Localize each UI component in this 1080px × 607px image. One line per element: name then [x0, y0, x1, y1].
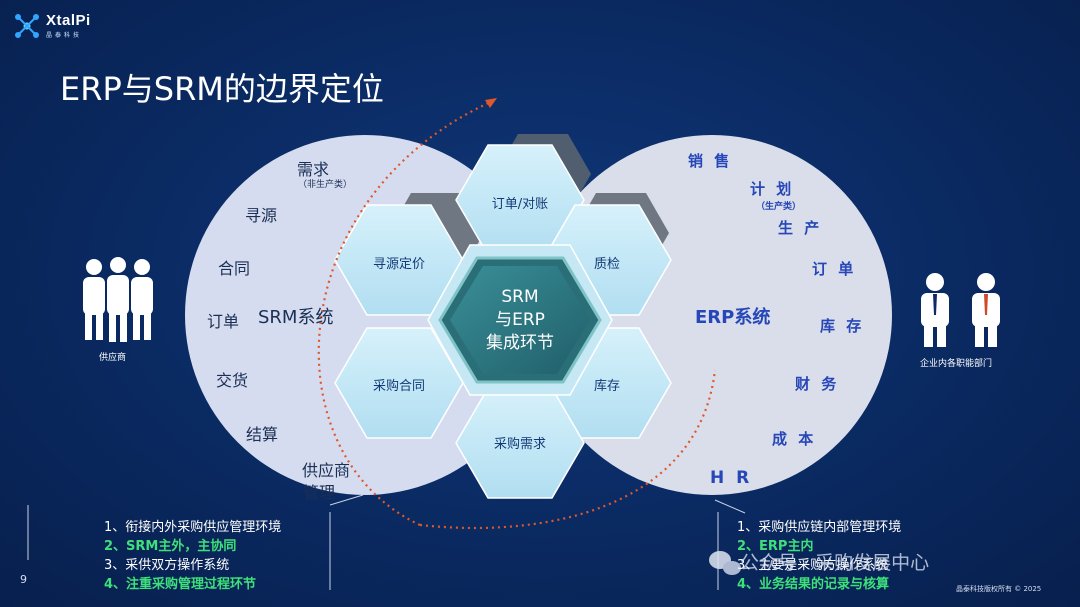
erp-item-inventory: 库 存 — [820, 317, 865, 335]
srm-item-settlement: 结算 — [246, 425, 279, 444]
department-people-icon — [921, 273, 1000, 347]
page-title: ERP与SRM的边界定位 — [60, 70, 384, 108]
department-label: 企业内各职能部门 — [920, 359, 993, 369]
logo-subtitle: 晶泰科技 — [46, 32, 83, 39]
srm-item-supplier-mgmt-2: 管理 — [303, 483, 336, 502]
srm-item-delivery: 交货 — [216, 371, 249, 390]
cycle-arc — [317, 98, 496, 526]
erp-note-4: 4、业务结果的记录与核算 — [737, 577, 890, 592]
erp-system-label: ERP系统 — [695, 307, 771, 328]
supplier-label: 供应商 — [99, 353, 127, 363]
srm-item-supplier-mgmt-1: 供应商 — [302, 461, 351, 480]
erp-note-2: 2、ERP主内 — [737, 539, 814, 554]
srm-note-1: 1、衔接内外采购供应管理环境 — [104, 520, 282, 535]
erp-note-3: 3、主要是采购方操作系统 — [737, 558, 889, 573]
center-line-1: SRM — [501, 287, 539, 307]
hex-label-order-reconcile: 订单/对账 — [491, 197, 549, 212]
erp-bracket — [714, 499, 746, 514]
srm-note-4: 4、注重采购管理过程环节 — [104, 577, 257, 592]
wechat-icon — [709, 551, 741, 575]
center-hex — [450, 266, 590, 374]
erp-note-1: 1、采购供应链内部管理环境 — [737, 520, 902, 535]
arrow-head-icon — [485, 98, 497, 108]
hex-label-inventory: 库存 — [593, 379, 620, 394]
erp-item-production: 生 产 — [778, 219, 823, 237]
srm-item-contract: 合同 — [218, 259, 251, 278]
srm-system-label: SRM系统 — [258, 307, 334, 328]
erp-notes: 1、采购供应链内部管理环境 2、ERP主内 3、主要是采购方操作系统 4、业务结… — [737, 518, 901, 594]
erp-item-finance: 财 务 — [795, 375, 840, 393]
hex-label-demand: 采购需求 — [493, 437, 546, 452]
center-line-2: 与ERP — [495, 310, 545, 330]
page-number: 9 — [20, 573, 27, 586]
hex-label-sourcing-pricing: 寻源定价 — [372, 257, 425, 272]
erp-item-cost: 成 本 — [772, 430, 817, 448]
srm-note-3: 3、采供双方操作系统 — [104, 558, 230, 573]
hex-lower-left — [334, 327, 464, 439]
hex-label-contract: 采购合同 — [372, 379, 425, 394]
srm-item-order: 订单 — [207, 312, 240, 331]
srm-notes: 1、衔接内外采购供应管理环境 2、SRM主外，主协同 3、采供双方操作系统 4、… — [104, 518, 281, 594]
watermark-text: 公众号 · 采购发展中心 — [740, 552, 930, 574]
srm-bracket — [329, 494, 364, 506]
srm-item-demand-sub: （非生产类） — [298, 180, 353, 190]
srm-item-demand: 需求 — [297, 160, 330, 179]
erp-item-plan: 计 划 — [750, 180, 795, 198]
supplier-people-icon — [83, 257, 153, 342]
erp-item-hr: H R — [710, 468, 753, 488]
logo-name: XtalPi — [46, 12, 91, 29]
srm-note-2: 2、SRM主外，主协同 — [104, 539, 237, 554]
logo-mark-icon — [15, 13, 39, 38]
copyright-text: 晶泰科技版权所有 © 2025 — [956, 585, 1042, 593]
erp-item-order: 订 单 — [812, 260, 857, 278]
company-logo: XtalPi 晶泰科技 — [14, 12, 91, 39]
erp-item-sales: 销 售 — [688, 152, 733, 170]
hex-label-quality: 质检 — [593, 257, 620, 272]
erp-item-plan-sub: （生产类） — [756, 202, 802, 212]
srm-item-sourcing: 寻源 — [245, 206, 278, 225]
center-hex-label: SRM 与ERP 集成环节 — [465, 286, 575, 355]
center-line-3: 集成环节 — [486, 333, 554, 353]
